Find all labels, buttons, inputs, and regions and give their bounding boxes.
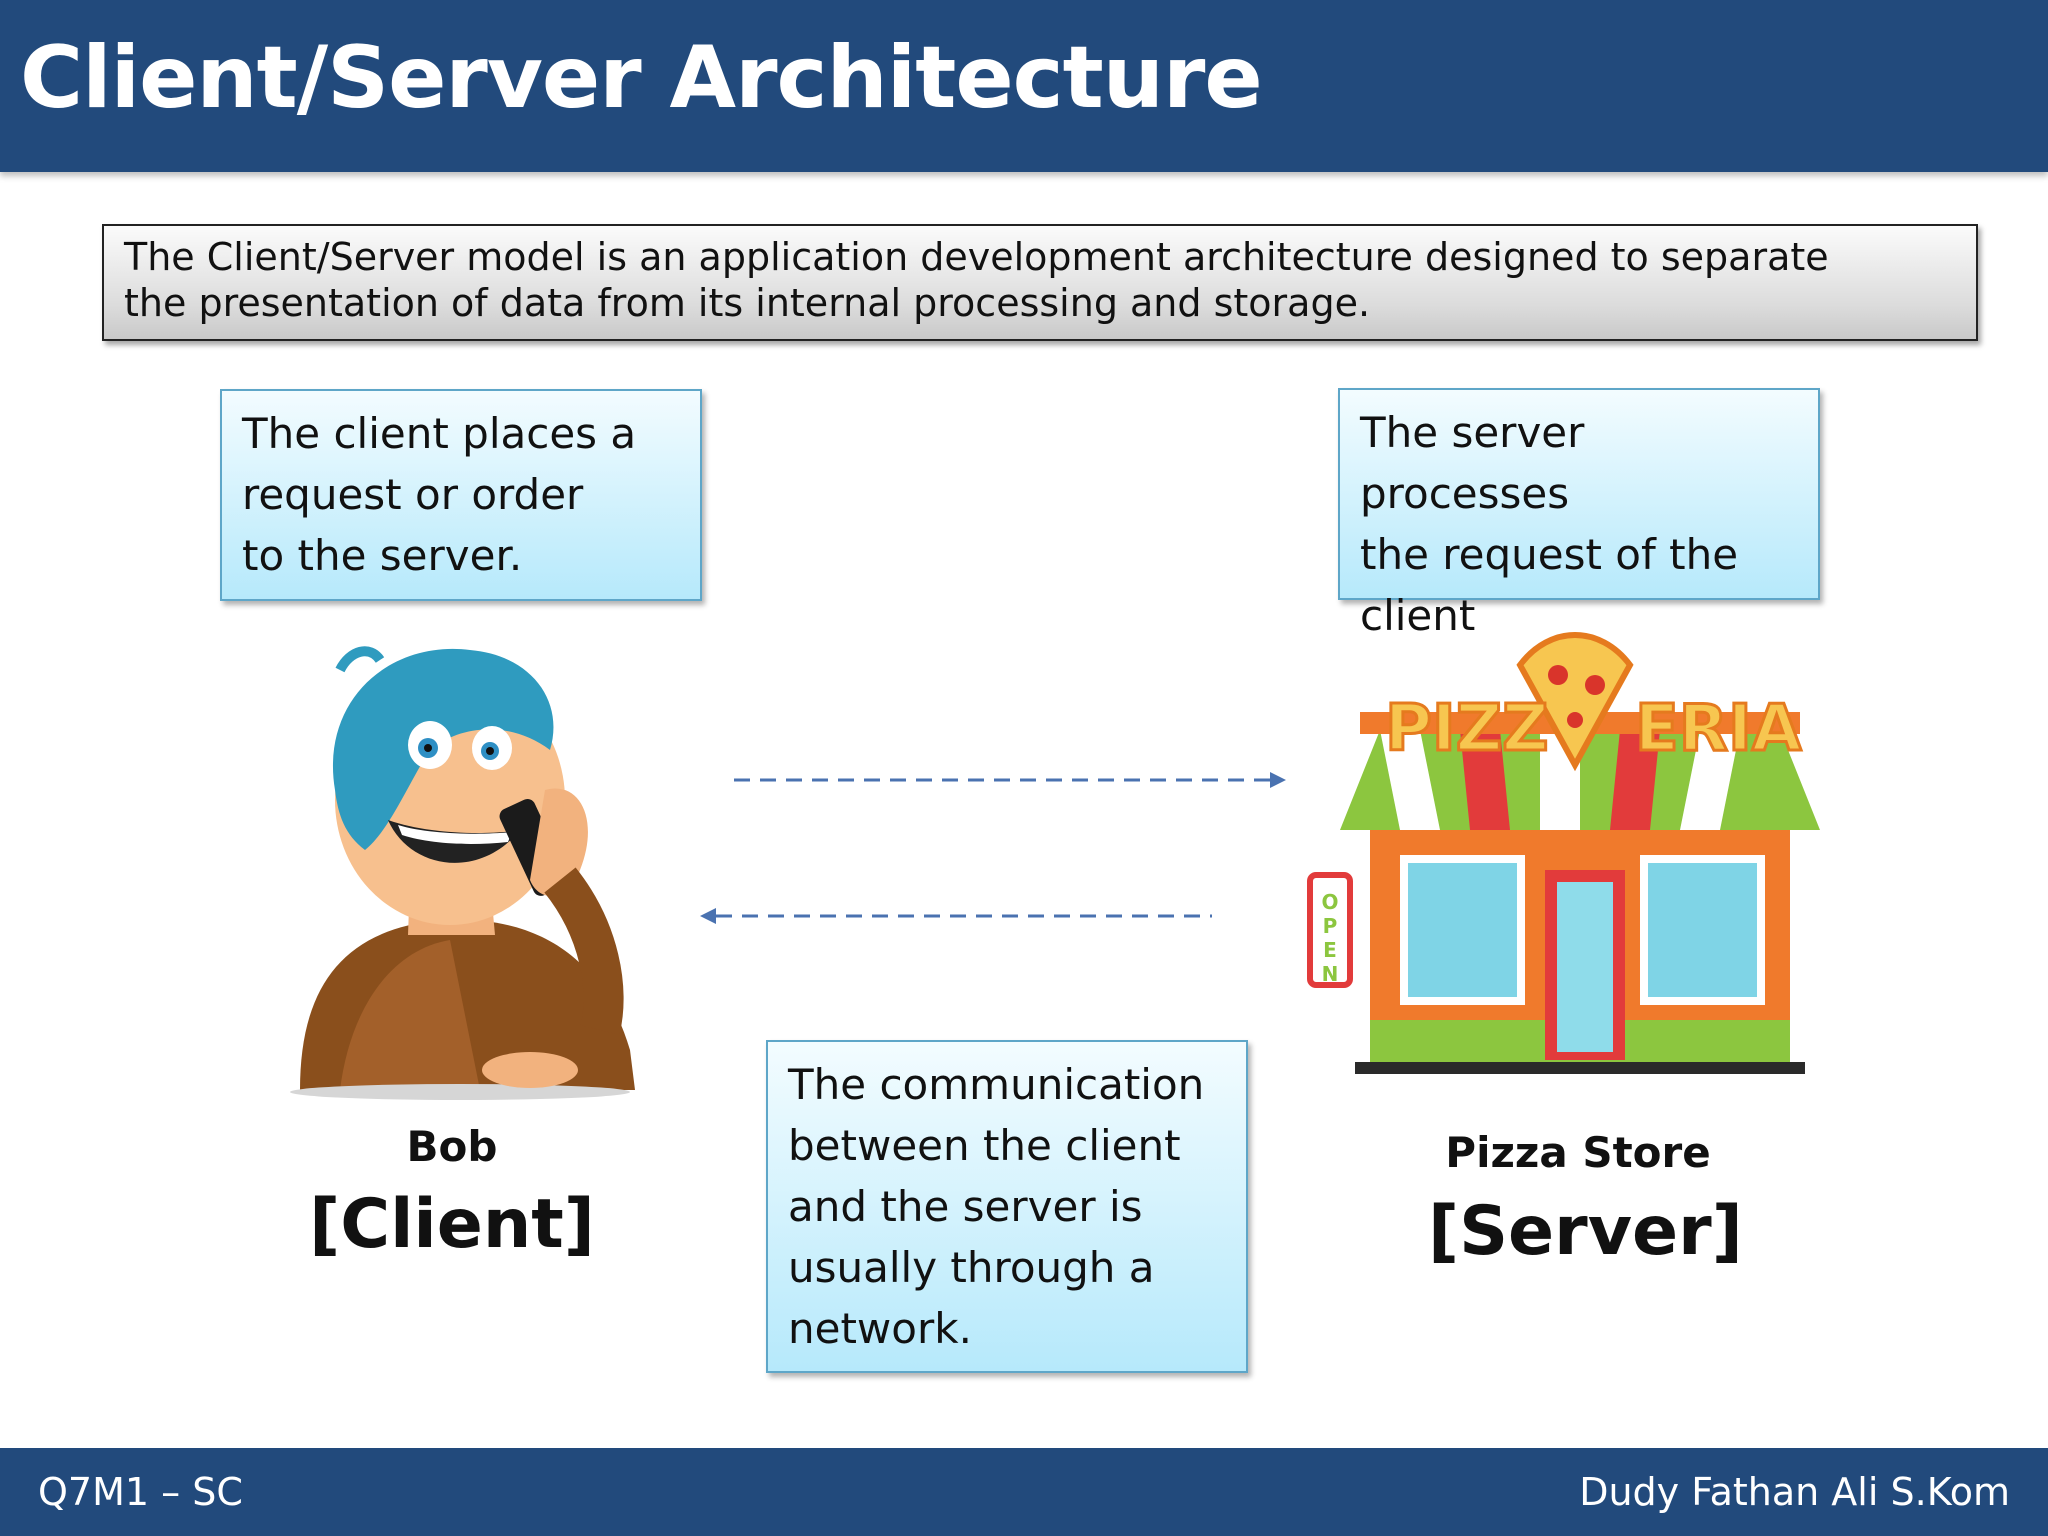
callout-line: to the server. [242, 531, 523, 580]
server-name: Pizza Store [1445, 1128, 1711, 1177]
server-role: [Server] [1428, 1192, 1743, 1271]
callout-line: request or order [242, 470, 584, 519]
communication-callout: The communication between the client and… [766, 1040, 1248, 1373]
client-callout: The client places a request or order to … [220, 389, 702, 601]
request-arrow [734, 772, 1286, 788]
callout-line: client [1360, 591, 1476, 640]
callout-line: usually through a [788, 1243, 1155, 1292]
callout-line: The client places a [242, 409, 637, 458]
footer-course-code: Q7M1 – SC [38, 1470, 243, 1514]
pizzeria-sign-left: PIZZ [1384, 691, 1551, 768]
intro-line-2: the presentation of data from its intern… [124, 281, 1371, 325]
pizzeria-sign-right: ERIA [1633, 691, 1802, 768]
server-callout: The server processes the request of the … [1338, 388, 1820, 640]
client-person-illustration [290, 646, 635, 1100]
callout-line: The server processes [1360, 408, 1585, 518]
client-name: Bob [406, 1122, 498, 1171]
callout-line: The communication [788, 1060, 1205, 1109]
footer-author: Dudy Fathan Ali S.Kom [1579, 1470, 2010, 1514]
callout-line: between the client [788, 1121, 1181, 1170]
page-title: Client/Server Architecture [20, 28, 1263, 128]
callout-line: and the server is [788, 1182, 1143, 1231]
response-arrow [700, 908, 1212, 924]
header-bar: Client/Server Architecture [0, 0, 2048, 172]
open-sign-text: OPEN [1321, 890, 1339, 986]
client-role: [Client] [309, 1185, 595, 1264]
footer-bar: Q7M1 – SC Dudy Fathan Ali S.Kom [0, 1448, 2048, 1536]
callout-line: network. [788, 1304, 972, 1353]
pizza-store-illustration [1307, 632, 1820, 1074]
intro-line-1: The Client/Server model is an applicatio… [124, 235, 1829, 279]
callout-line: the request of the [1360, 530, 1739, 579]
intro-box: The Client/Server model is an applicatio… [102, 224, 1978, 341]
